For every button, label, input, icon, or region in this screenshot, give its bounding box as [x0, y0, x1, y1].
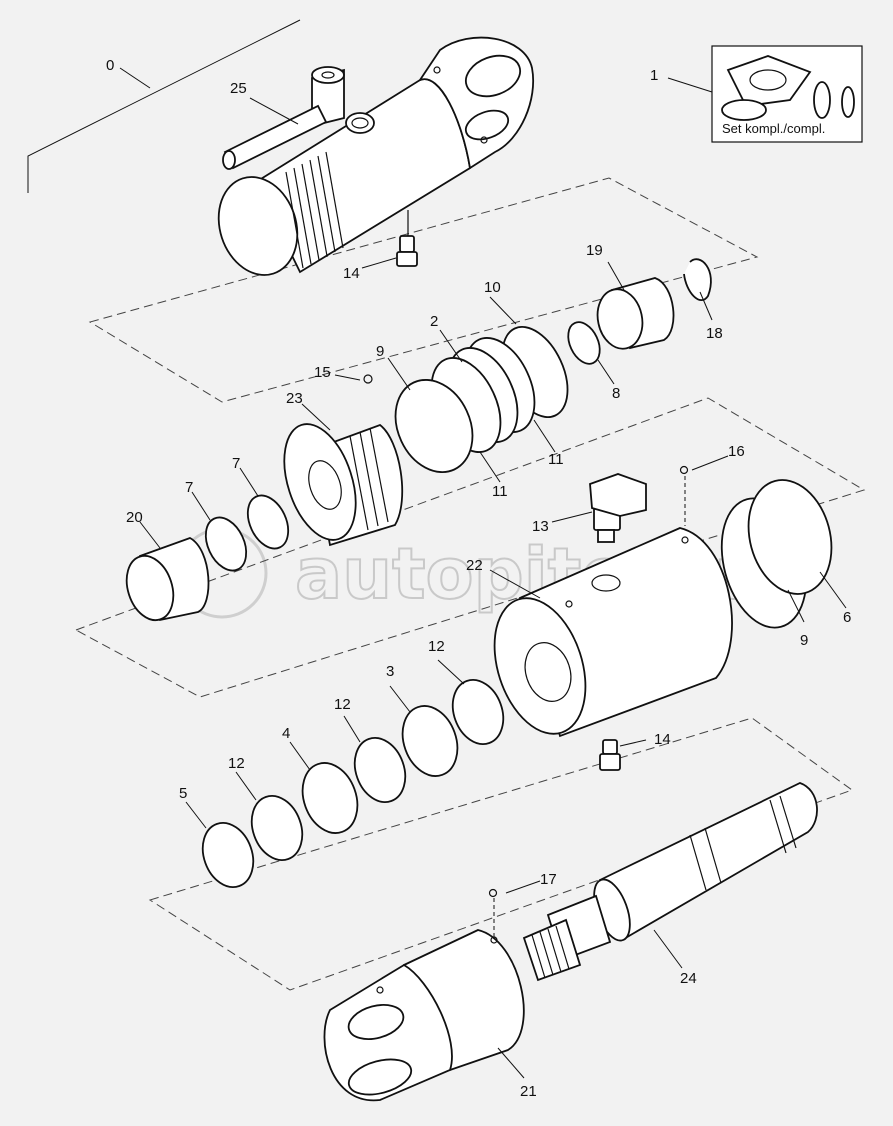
callout-19: 19 — [586, 242, 603, 259]
callout-7b: 7 — [185, 479, 193, 496]
leader-0 — [119, 67, 151, 89]
callout-22: 22 — [466, 557, 483, 574]
kit-box-label: Set kompl./compl. — [722, 121, 825, 136]
callout-3: 3 — [386, 663, 394, 680]
seal-kit-box: Set kompl./compl. — [711, 45, 863, 143]
piston-rod-24 — [522, 782, 818, 982]
callout-2: 2 — [430, 313, 438, 330]
callout-13: 13 — [532, 518, 549, 535]
bush-20 — [125, 537, 210, 622]
seal-ring-12b — [353, 737, 407, 803]
seal-ring-5 — [201, 822, 255, 888]
callout-10: 10 — [484, 279, 501, 296]
seal-ring-12c — [250, 795, 304, 861]
callout-labels: 0 1 2 3 4 5 6 7 7 8 9 9 10 11 11 12 12 1… — [106, 57, 851, 1100]
callout-4: 4 — [282, 725, 290, 742]
callout-12b: 12 — [334, 696, 351, 713]
callout-12a: 12 — [428, 638, 445, 655]
gland-head-22 — [493, 527, 733, 738]
callout-14b: 14 — [654, 731, 671, 748]
callout-1: 1 — [650, 67, 658, 84]
elbow-fitting-13 — [589, 473, 647, 543]
callout-25: 25 — [230, 80, 247, 97]
seal-ring-7b — [204, 516, 248, 572]
seal-ring-3 — [401, 705, 459, 777]
callout-9a: 9 — [376, 343, 384, 360]
guide-bush-19 — [596, 277, 675, 350]
callout-15: 15 — [314, 364, 331, 381]
circlip-18 — [683, 258, 712, 302]
seal-ring-4 — [301, 762, 359, 834]
small-ring-17 — [488, 888, 498, 898]
wiper-ring-6 — [747, 479, 833, 595]
seal-ring-7a — [246, 494, 290, 550]
callout-9b: 9 — [800, 632, 808, 649]
callout-12c: 12 — [228, 755, 245, 772]
assembly-bracket — [27, 19, 301, 193]
callout-6: 6 — [843, 609, 851, 626]
pipe-fitting-25 — [222, 66, 345, 170]
callout-0: 0 — [106, 57, 114, 74]
callout-24: 24 — [680, 970, 697, 987]
callout-11b: 11 — [492, 483, 508, 500]
callout-7a: 7 — [232, 455, 240, 472]
grease-nipple-14-lower — [599, 739, 621, 771]
callout-20: 20 — [126, 509, 143, 526]
piston-23 — [283, 423, 404, 547]
callout-11a: 11 — [548, 451, 564, 468]
callout-18: 18 — [706, 325, 723, 342]
callout-5: 5 — [179, 785, 187, 802]
group-outlines — [74, 177, 866, 991]
seal-ring-8 — [567, 321, 601, 365]
leader-lines — [139, 77, 847, 1079]
callout-14a: 14 — [343, 265, 360, 282]
cylinder-barrel — [217, 36, 534, 276]
small-ring-15 — [363, 374, 373, 384]
small-ring-16 — [679, 465, 689, 475]
seal-ring-12a — [451, 679, 505, 745]
callout-17: 17 — [540, 871, 557, 888]
callout-21: 21 — [520, 1083, 537, 1100]
grease-nipple-14-upper — [396, 210, 418, 267]
seal-ring-9-upper — [394, 379, 474, 473]
callout-8: 8 — [612, 385, 620, 402]
callout-16: 16 — [728, 443, 745, 460]
callout-23: 23 — [286, 390, 303, 407]
rod-clevis-21 — [323, 929, 525, 1102]
